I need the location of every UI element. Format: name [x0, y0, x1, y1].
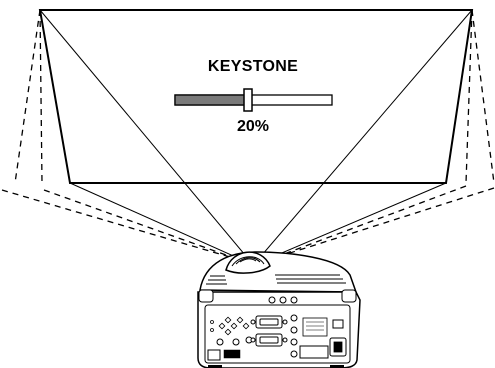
connectors [250, 314, 298, 358]
vent-grille [206, 274, 346, 285]
projector [197, 251, 361, 368]
osd-value-text: 20% [236, 118, 270, 135]
dashed-distortion-guides [1, 9, 495, 261]
projector-top-shell [199, 251, 358, 293]
label-plate [302, 317, 328, 337]
osd-title: KEYSTONE [207, 58, 299, 75]
projection-lines [39, 9, 473, 259]
lens-icon [225, 251, 271, 274]
keypad [210, 316, 250, 336]
slider-fill [174, 94, 249, 106]
power-switch [332, 319, 344, 329]
slider-thumb [243, 88, 253, 112]
keystone-slider [174, 88, 333, 112]
